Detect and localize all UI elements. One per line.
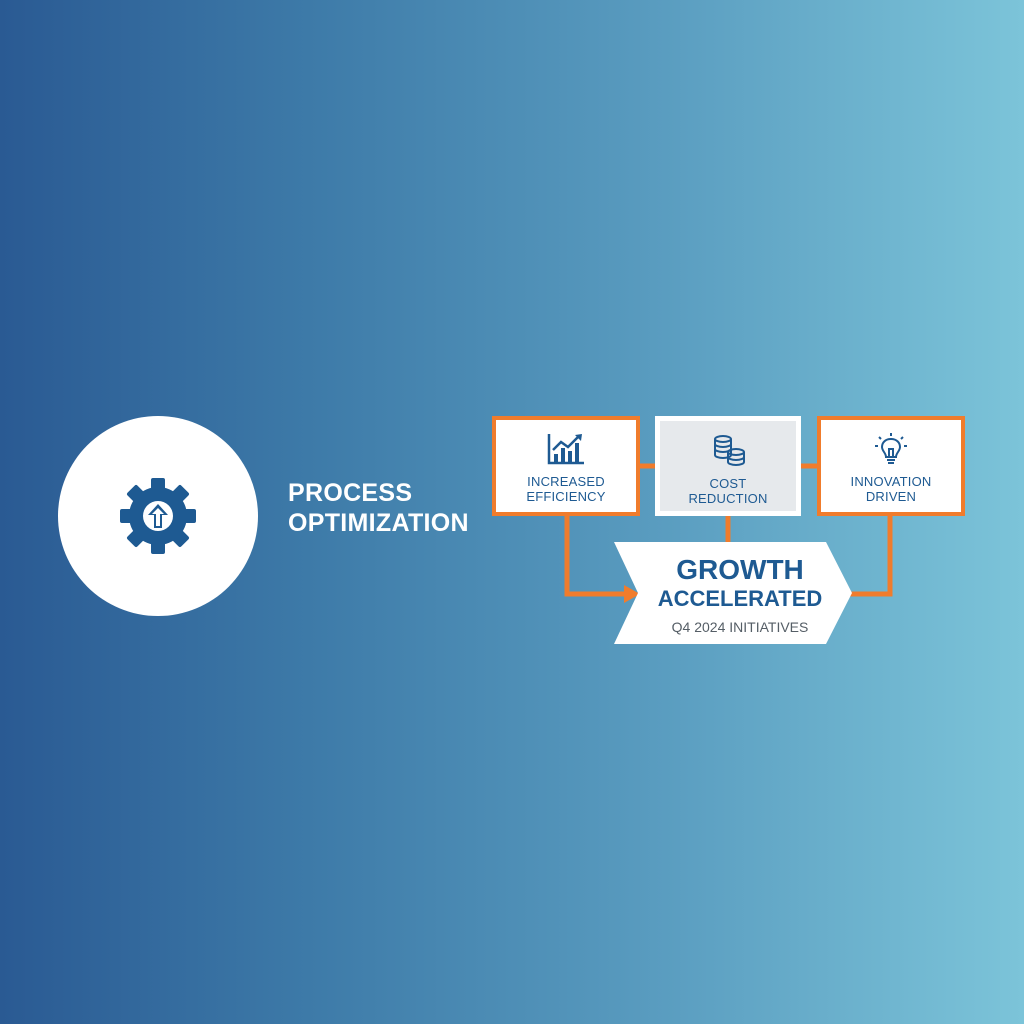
card-label-line1: INCREASED [527, 474, 605, 489]
card-label-line1: COST [709, 476, 747, 491]
banner-title-line2: ACCELERATED [657, 586, 823, 611]
banner-text: GROWTH ACCELERATED Q4 2024 INITIATIVES [638, 554, 842, 638]
gear-up-arrow-icon [120, 478, 196, 554]
connector-innovation-growth [850, 516, 893, 597]
card-label: INCREASED EFFICIENCY [496, 474, 636, 504]
process-hub-circle [58, 416, 258, 616]
bar-chart-trend-icon [547, 434, 584, 465]
card-innovation-driven: INNOVATION DRIVEN [817, 416, 965, 516]
banner-arrow-shape [614, 542, 852, 644]
card-increased-efficiency: INCREASED EFFICIENCY [492, 416, 640, 516]
card-cost-reduction: COST REDUCTION [655, 416, 801, 516]
card-label: COST REDUCTION [660, 476, 796, 506]
growth-accelerated-banner: GROWTH ACCELERATED Q4 2024 INITIATIVES [614, 542, 852, 644]
connector-efficiency-growth [564, 516, 628, 597]
card-label-line1: INNOVATION [850, 474, 932, 489]
banner-subtitle: Q4 2024 INITIATIVES [671, 619, 809, 635]
process-title-line2: OPTIMIZATION [288, 509, 469, 537]
card-label: INNOVATION DRIVEN [821, 474, 961, 504]
arrowhead-icon [624, 585, 640, 603]
card-label-line2: DRIVEN [865, 489, 917, 504]
card-label-line2: REDUCTION [688, 491, 768, 506]
lightbulb-icon [875, 433, 907, 464]
banner-title-line1: GROWTH [676, 554, 804, 585]
coin-stack-icon [714, 435, 745, 466]
process-title: PROCESS OPTIMIZATION [288, 478, 498, 538]
process-title-line1: PROCESS [288, 479, 413, 507]
card-label-line2: EFFICIENCY [526, 489, 606, 504]
